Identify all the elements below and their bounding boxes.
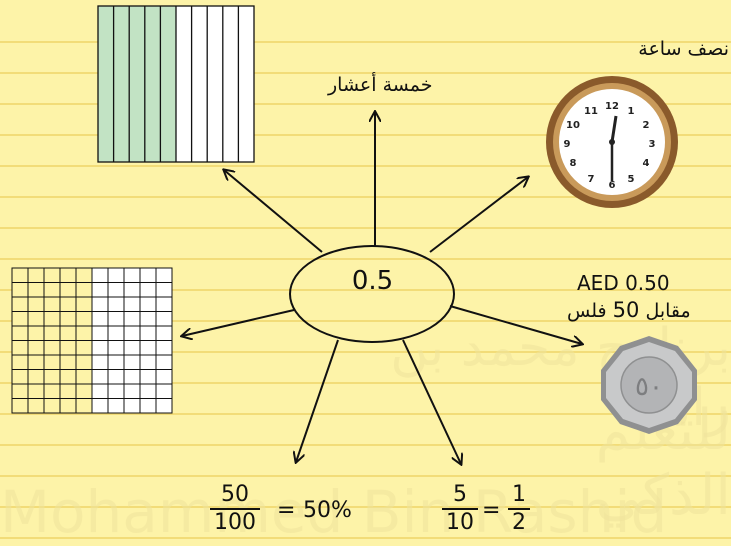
fraction-denominator-2: 2 xyxy=(512,510,526,535)
clock-number-9: 9 xyxy=(564,139,571,150)
fraction-numerator-1: 1 xyxy=(512,482,526,507)
arrow-to-coin xyxy=(449,305,582,344)
tenths-model xyxy=(97,5,255,163)
fils-equiv-suffix: فلس xyxy=(567,300,607,322)
percent-result: 50% xyxy=(303,498,352,523)
clock-hour-hand xyxy=(610,115,618,143)
percent-numerator: 50 xyxy=(221,482,249,507)
currency-amount-label: AED 0.50 xyxy=(577,271,670,295)
five-tenths-words-label: خمسة أعشار xyxy=(328,74,433,96)
arrow-to-clock xyxy=(429,177,528,253)
percent-equals-sign: = xyxy=(277,498,296,523)
clock-number-12: 12 xyxy=(605,101,619,112)
hundredths-model xyxy=(11,267,173,414)
center-value: 0.5 xyxy=(351,266,394,296)
center-ellipse xyxy=(289,245,455,343)
clock-number-5: 5 xyxy=(628,174,635,185)
fraction-1-over-2: 1 2 xyxy=(508,482,530,536)
clock-number-7: 7 xyxy=(588,174,595,185)
clock-number-3: 3 xyxy=(649,139,656,150)
clock-number-11: 11 xyxy=(584,106,598,117)
fraction-equals-sign: = xyxy=(482,498,501,523)
clock-number-2: 2 xyxy=(643,120,650,131)
arrow-to-tenths-model xyxy=(224,170,323,253)
clock-number-4: 4 xyxy=(643,158,650,169)
arrow-to-hundredths-model xyxy=(182,309,295,336)
fils-equivalent-label: مقابل 50 فلس xyxy=(567,298,691,322)
fraction-bar xyxy=(210,508,260,510)
fraction-denominator-10: 10 xyxy=(446,510,474,535)
arrow-to-fraction xyxy=(402,339,461,464)
fraction-bar xyxy=(508,508,530,510)
clock-image: 12 1 2 3 4 5 6 7 8 9 10 11 xyxy=(546,76,678,208)
percent-denominator: 100 xyxy=(214,510,256,535)
fraction-50-over-100: 50 100 xyxy=(210,482,260,536)
half-hour-label: نصف ساعة xyxy=(638,38,729,60)
clock-number-1: 1 xyxy=(628,106,635,117)
clock-number-8: 8 xyxy=(570,158,577,169)
fraction-bar xyxy=(442,508,478,510)
clock-number-6: 6 xyxy=(609,180,616,191)
fils-equiv-number: 50 xyxy=(612,298,640,322)
fifty-fils-coin-image: ٥٠ xyxy=(601,336,697,434)
fraction-numerator-5: 5 xyxy=(453,482,467,507)
watermark-english: Mohammed Bin Rashid xyxy=(0,478,668,546)
fraction-5-over-10: 5 10 xyxy=(442,482,478,536)
svg-text:٥٠: ٥٠ xyxy=(635,372,663,402)
fils-equiv-prefix: مقابل xyxy=(645,300,691,322)
clock-number-10: 10 xyxy=(566,120,580,131)
arrow-to-percent xyxy=(296,339,339,462)
